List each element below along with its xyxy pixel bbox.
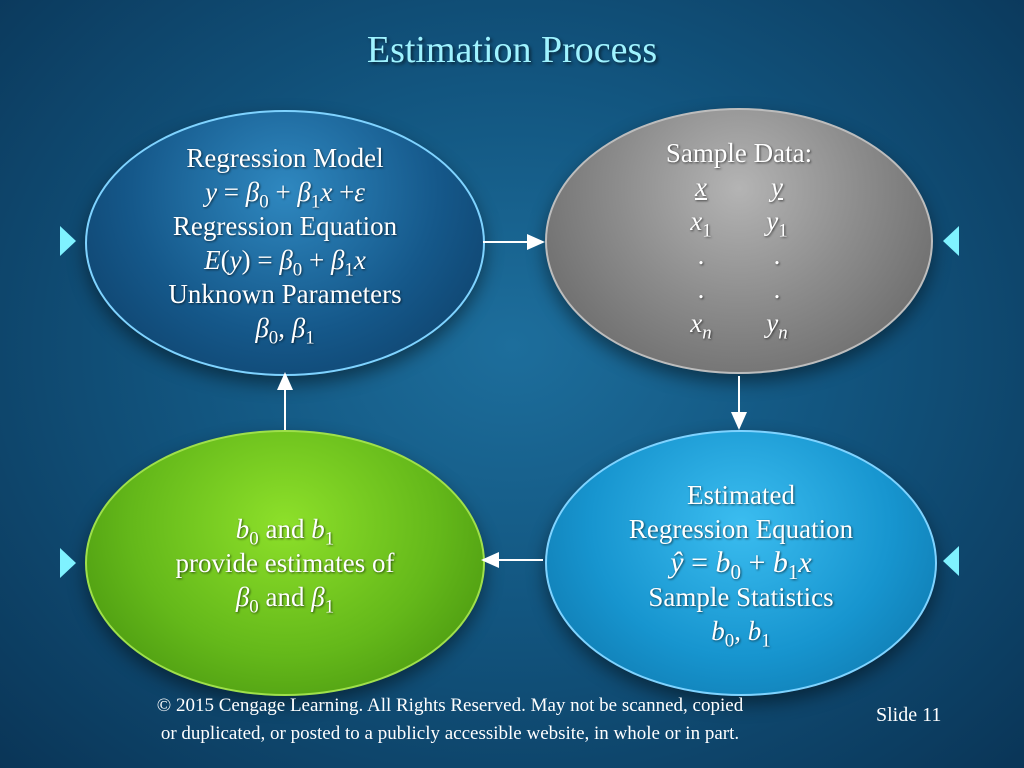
sample-statistics-values: b0, b1 (711, 616, 771, 652)
sample-dot: . (773, 274, 781, 304)
nav-marker-left-icon (943, 226, 959, 256)
regression-model-ellipse: Regression Model y = β0 + β1x +ε Regress… (85, 110, 485, 376)
sample-dot: . (697, 274, 705, 304)
estimated-regression-formula: ŷ = b0 + b1x (670, 546, 812, 584)
sample-yn: yn (766, 308, 788, 344)
sample-statistics-label: Sample Statistics (648, 582, 834, 612)
regression-model-label: Regression Model (186, 143, 384, 173)
sample-y1: y1 (766, 206, 788, 242)
nav-marker-right-icon (60, 226, 76, 256)
nav-marker-left-icon (943, 546, 959, 576)
unknown-parameters-label: Unknown Parameters (168, 279, 402, 309)
estimates-line1: b0 and b1 (235, 514, 335, 550)
sample-xn: xn (690, 308, 712, 344)
sample-x1: x1 (690, 206, 712, 242)
nav-marker-right-icon (60, 548, 76, 578)
slide-number: Slide 11 (876, 704, 942, 726)
copyright-line2: or duplicated, or posted to a publicly a… (160, 723, 740, 744)
sample-col-y: y (771, 172, 783, 202)
copyright-line1: © 2015 Cengage Learning. All Rights Rese… (156, 695, 744, 716)
estimates-line3: β0 and β1 (235, 582, 335, 618)
sample-dot: . (697, 240, 705, 270)
estimated-equation-ellipse: Estimated Regression Equation ŷ = b0 + b… (545, 430, 937, 696)
sample-dot: . (773, 240, 781, 270)
copyright-footer: © 2015 Cengage Learning. All Rights Rese… (60, 692, 840, 748)
unknown-parameters-values: β0, β1 (255, 313, 315, 349)
estimated-label: Estimated (687, 480, 795, 510)
sample-data-table: x y x1 y1 . . . . xn yn (668, 170, 810, 344)
sample-data-label: Sample Data: (665, 138, 813, 168)
regression-model-formula: y = β0 + β1x +ε (205, 177, 365, 213)
estimates-line2: provide estimates of (175, 548, 395, 578)
estimates-ellipse: b0 and b1 provide estimates of β0 and β1 (85, 430, 485, 696)
estimated-regression-equation-label: Regression Equation (628, 514, 854, 544)
regression-equation-formula: E(y) = β0 + β1x (204, 245, 366, 281)
sample-data-ellipse: Sample Data: x y x1 y1 . . . . xn yn (545, 108, 933, 374)
slide-title: Estimation Process (366, 29, 658, 71)
sample-col-x: x (695, 172, 707, 202)
regression-equation-label: Regression Equation (172, 211, 398, 241)
